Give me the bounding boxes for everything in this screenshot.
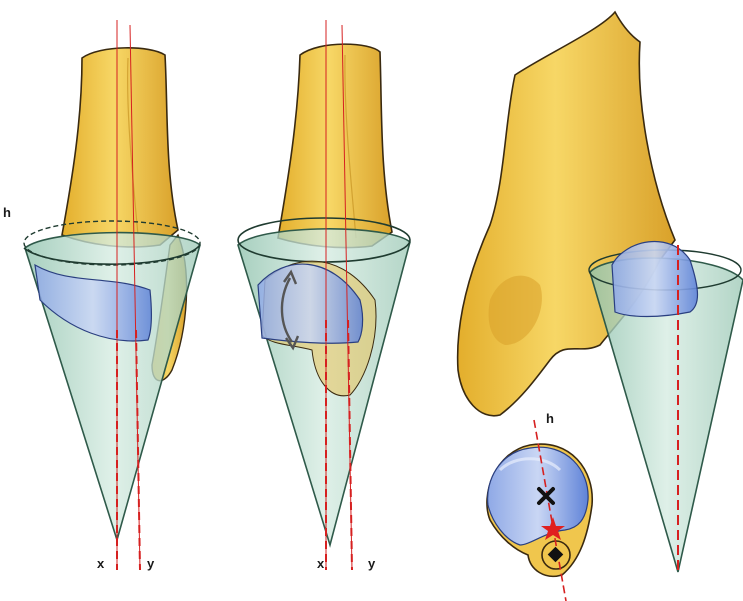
cartilage-3 (612, 241, 698, 316)
axis-label-h: h (3, 206, 11, 219)
axis-label-y-2: y (368, 557, 375, 570)
bone-shaft-2 (278, 44, 392, 247)
figure-2 (238, 20, 410, 570)
axis-label-x-1: x (97, 557, 104, 570)
figure-4-top-view (487, 420, 592, 601)
axis-label-h-small: h (546, 412, 554, 425)
axis-label-y-1: y (147, 557, 154, 570)
figure-1 (24, 20, 200, 570)
axis-label-x-2: x (317, 557, 324, 570)
bone-shaft-1 (62, 48, 178, 247)
